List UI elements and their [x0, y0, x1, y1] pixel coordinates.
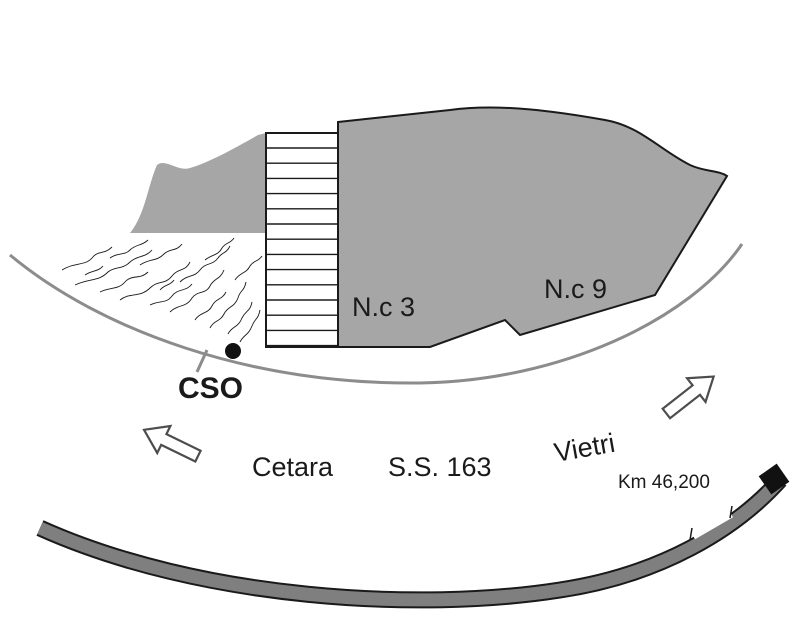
rock-mass-left [130, 133, 266, 233]
cso-connector-line [195, 349, 209, 373]
black-square-marker-icon [758, 463, 790, 495]
road-band-gap-edges [689, 505, 733, 541]
road-band-lower-fill [37, 475, 785, 607]
label-road: S.S. 163 [388, 452, 492, 482]
hollow-arrow-right-icon [661, 375, 716, 420]
road-band-lower [36, 474, 787, 609]
road-band-gap [688, 506, 734, 540]
label-cso: CSO [178, 372, 243, 405]
hollow-arrow-left-icon [142, 424, 203, 464]
retaining-wall [265, 132, 339, 348]
label-cetara: Cetara [252, 452, 334, 482]
label-nc9: N.c 9 [544, 274, 607, 304]
label-nc3: N.c 3 [352, 292, 415, 322]
road-edge-upper [9, 243, 744, 385]
debris-zone [61, 233, 266, 345]
filled-dot-icon [225, 343, 241, 359]
label-km: Km 46,200 [618, 472, 710, 493]
label-vietri: Vietri [552, 428, 617, 468]
rock-mass-main [337, 106, 729, 348]
debris-cracks [61, 237, 263, 343]
